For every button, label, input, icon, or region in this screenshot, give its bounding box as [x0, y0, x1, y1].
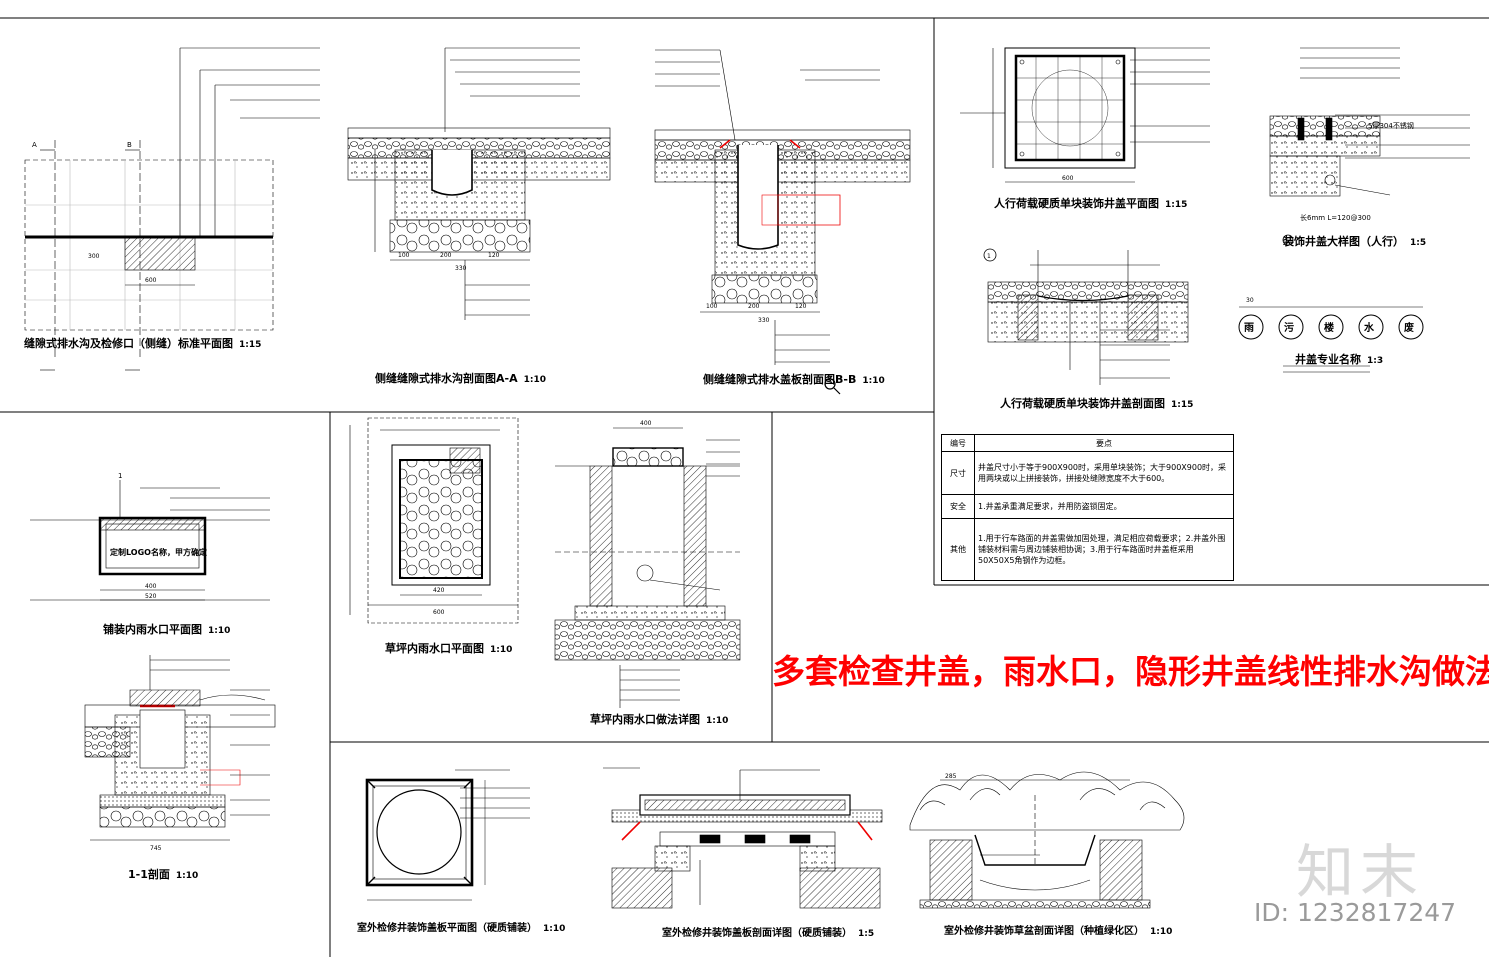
well-detail-drawing [1269, 47, 1470, 197]
bb-dim-2: 120 [795, 303, 807, 310]
well-section-bubble-label: 1 [987, 253, 991, 260]
paved-inlet-dim-400: 400 [145, 583, 157, 590]
watermark-logo: 知末 [1296, 838, 1425, 906]
aa-dim-3: 330 [455, 265, 467, 272]
bb-dim-1: 200 [748, 303, 760, 310]
aa-dim-2: 120 [488, 252, 500, 259]
table-row: 安全 1.井盖承重满足要求，并用防盗锁固定。 [941, 493, 1234, 520]
plan-drain-dim-600: 600 [145, 277, 157, 284]
well-detail-bubble [1282, 234, 1294, 246]
section-mark-b: B [127, 141, 132, 149]
section-mark-a: A [32, 141, 37, 149]
planter-dim: 285 [945, 773, 957, 780]
lawn-plan-dim-420: 420 [433, 587, 445, 594]
plan-drain-drawing [24, 47, 320, 371]
aa-dim-0: 100 [398, 252, 410, 259]
notes-row-key: 安全 [941, 493, 975, 520]
notes-row-key: 其他 [941, 518, 975, 581]
lawn-plan-dim-600: 600 [433, 609, 445, 616]
cover-dim: 30 [1246, 297, 1254, 304]
paved-inlet-plan-drawing [30, 480, 270, 601]
well-section-drawing [987, 250, 1189, 385]
outdoor-plan-drawing [365, 769, 530, 901]
cover-names-drawing [1238, 306, 1424, 373]
outdoor-plan-title: 室外检修井装饰盖板平面图（硬质铺装）1:10 [357, 923, 566, 934]
outdoor-section-title: 室外检修井装饰盖板剖面详图（硬质铺装）1:5 [662, 928, 875, 939]
section-11-drawing [84, 655, 276, 841]
paved-inlet-logo-note: 定制LOGO名称，甲方确定 [109, 547, 207, 557]
well-section-bubble [983, 248, 997, 262]
well-detail-note: 5厚304不锈钢 [1368, 121, 1414, 130]
cover-name-3: 水 [1363, 321, 1375, 334]
table-row: 其他 1.用于行车路面的井盖需做加固处理，满足相应荷载要求；2.井盖外围铺装材料… [941, 518, 1234, 581]
notes-row-key: 尺寸 [941, 451, 975, 495]
cover-name-2: 楼 [1324, 321, 1334, 334]
well-detail-note2: 长6mm L=120@300 [1300, 213, 1371, 222]
cover-name-0: 雨 [1244, 322, 1254, 334]
section-bb-drawing [654, 49, 911, 365]
notes-row-text: 1.井盖承重满足要求，并用防盗锁固定。 [974, 493, 1234, 520]
well-plan-drawing [960, 47, 1210, 183]
notes-header-text: 要点 [974, 434, 1234, 452]
cover-name-1: 污 [1284, 321, 1294, 334]
paved-inlet-dim-520: 520 [145, 593, 157, 600]
outdoor-section-drawing [603, 767, 883, 909]
headline: 多套检查井盖，雨水口，隐形井盖线性排水沟做法 [772, 652, 1489, 691]
magnifier-icon [824, 378, 841, 395]
well-plan-dim: 600 [1062, 175, 1074, 182]
bb-dim-0: 100 [706, 303, 718, 310]
section-11-dim: 745 [150, 845, 162, 852]
lawn-detail-dim: 400 [640, 420, 652, 427]
notes-row-text: 1.用于行车路面的井盖需做加固处理，满足相应荷载要求；2.井盖外围铺装材料需与周… [974, 518, 1234, 581]
lawn-inlet-plan-drawing [349, 417, 519, 624]
planter-section-title: 室外检修井装饰草盆剖面详图（种植绿化区）1:10 [944, 926, 1173, 937]
lawn-inlet-detail-drawing [554, 427, 741, 708]
well-detail-title: 装饰井盖大样图（人行）1:5 [1283, 235, 1427, 248]
cover-name-4: 废 [1404, 321, 1414, 334]
notes-header-key: 编号 [941, 434, 975, 452]
table-row: 编号 要点 [941, 434, 1234, 452]
sheet-frame [0, 17, 1489, 957]
planter-section-drawing [909, 771, 1185, 909]
plan-drain-dim-300: 300 [88, 253, 100, 260]
bb-dim-3: 330 [758, 317, 770, 324]
notes-table: 编号 要点 尺寸 井盖尺寸小于等于900X900时，采用单块装饰；大于900X9… [941, 434, 1234, 581]
well-detail-bubble-label: 1 [1285, 238, 1289, 245]
drawing-id: ID: 1232817247 [1254, 898, 1457, 927]
section-aa-drawing [347, 47, 611, 320]
aa-dim-1: 200 [440, 252, 452, 259]
table-row: 尺寸 井盖尺寸小于等于900X900时，采用单块装饰；大于900X900时，采用… [941, 451, 1234, 495]
paved-inlet-bubble: 1 [118, 472, 122, 480]
notes-row-text: 井盖尺寸小于等于900X900时，采用单块装饰；大于900X900时，采用两块或… [974, 451, 1234, 495]
